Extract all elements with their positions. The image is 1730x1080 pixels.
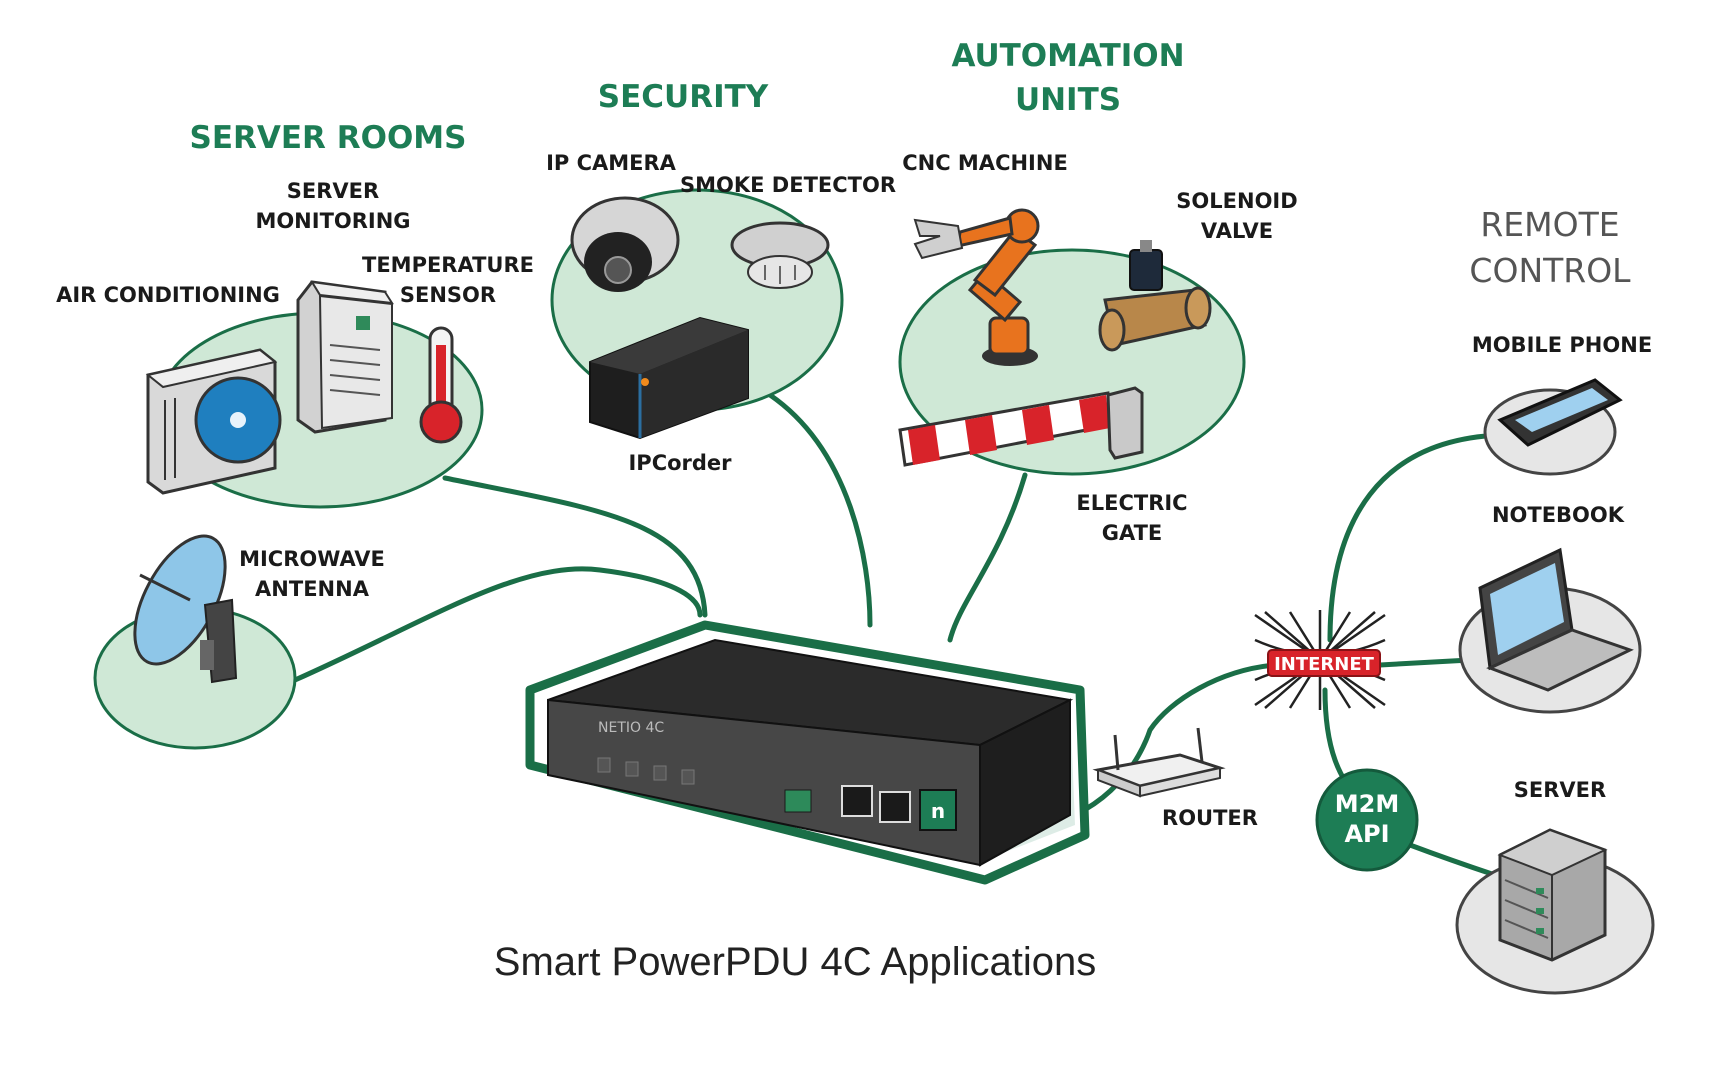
label-m2m-2: API <box>1344 820 1389 848</box>
group-title-automation-1: AUTOMATION <box>951 38 1184 74</box>
label-server: SERVER <box>1514 778 1606 802</box>
ipcorder-icon <box>589 316 749 440</box>
label-solenoid-2: VALVE <box>1201 219 1273 243</box>
label-ip-camera: IP CAMERA <box>546 151 677 175</box>
label-electric-gate-2: GATE <box>1102 521 1163 545</box>
label-router: ROUTER <box>1162 806 1258 830</box>
notebook-icon <box>1478 547 1634 692</box>
group-title-remote-2: CONTROL <box>1469 251 1631 290</box>
diagram-caption: Smart PowerPDU 4C Applications <box>494 940 1096 984</box>
label-cnc-machine: CNC MACHINE <box>902 151 1068 175</box>
group-title-automation-2: UNITS <box>1015 82 1121 118</box>
label-electric-gate-1: ELECTRIC <box>1076 491 1187 515</box>
microwave-antenna-icon <box>133 534 238 684</box>
cable-router <box>1042 662 1278 828</box>
electric-gate-icon <box>898 386 1144 467</box>
label-server-monitoring-2: MONITORING <box>255 209 410 233</box>
m2m-api-badge <box>1315 768 1419 872</box>
group-title-server-rooms: SERVER ROOMS <box>190 120 467 156</box>
cable-server <box>1407 842 1498 878</box>
label-mobile-phone: MOBILE PHONE <box>1472 333 1652 357</box>
label-notebook: NOTEBOOK <box>1492 503 1625 527</box>
group-title-remote-1: REMOTE <box>1480 205 1619 244</box>
label-temperature-2: SENSOR <box>400 283 496 307</box>
router-icon <box>1092 727 1226 798</box>
cable-automation <box>947 472 1028 643</box>
ip-camera-icon <box>570 196 680 292</box>
group-title-security: SECURITY <box>598 79 769 115</box>
solenoid-valve-icon <box>1098 240 1212 352</box>
smoke-detector-icon <box>730 221 830 289</box>
label-internet: INTERNET <box>1274 654 1375 675</box>
cable-server-rooms <box>442 475 708 618</box>
device-logo-badge <box>919 789 957 831</box>
label-smoke-detector: SMOKE DETECTOR <box>680 173 896 197</box>
cable-security <box>767 392 873 628</box>
label-m2m-1: M2M <box>1335 790 1399 818</box>
device-led-1 <box>597 757 611 773</box>
label-microwave-1: MICROWAVE <box>239 547 385 571</box>
thermometer-icon <box>419 326 463 444</box>
device-led-3 <box>653 765 667 781</box>
cable-notebook <box>1377 657 1473 668</box>
air-conditioner-icon <box>145 348 282 495</box>
netio-4c-device: NETIO 4C n <box>525 620 1090 885</box>
device-terminal-block <box>784 789 812 813</box>
device-ethernet-port-1 <box>841 785 873 817</box>
server-rack-icon <box>1497 828 1608 962</box>
device-led-2 <box>625 761 639 777</box>
device-brand-label: NETIO 4C <box>598 720 664 736</box>
mobile-phone-icon <box>1497 378 1623 447</box>
device-ethernet-port-2 <box>879 791 911 823</box>
label-solenoid-1: SOLENOID <box>1176 189 1297 213</box>
robot-arm-icon <box>913 208 1040 366</box>
device-logo-glyph: n <box>931 799 945 823</box>
cables <box>292 392 1503 878</box>
cable-microwave <box>292 566 703 683</box>
label-microwave-2: ANTENNA <box>255 577 370 601</box>
label-air-conditioning: AIR CONDITIONING <box>56 283 280 307</box>
cable-mobile <box>1327 432 1503 643</box>
device-led-4 <box>681 769 695 785</box>
label-server-monitoring-1: SERVER <box>287 179 379 203</box>
server-tower-icon <box>296 280 394 434</box>
label-temperature-1: TEMPERATURE <box>362 253 534 277</box>
internet-badge <box>1267 649 1381 677</box>
label-ipcorder: IPCorder <box>628 451 732 475</box>
